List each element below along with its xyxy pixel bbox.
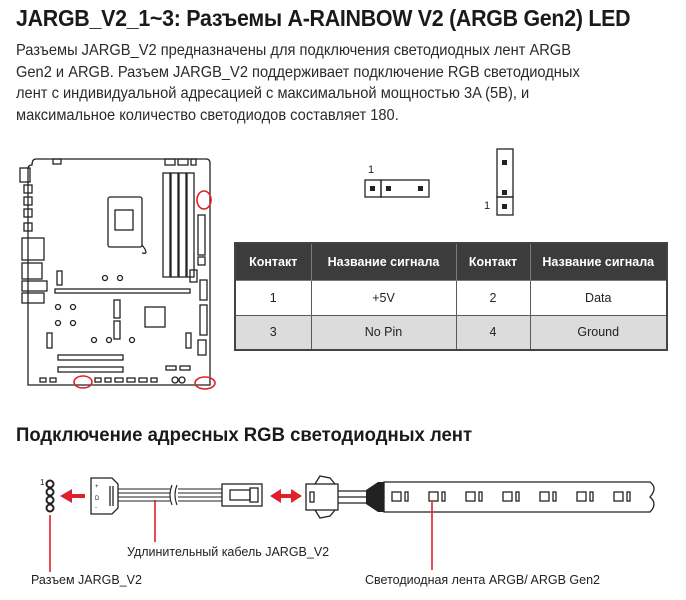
description-line: Gen2 и ARGB. Разъем JARGB_V2 поддерживае… (16, 63, 580, 81)
strip-end-cap (366, 482, 384, 512)
column-header: Название сигнала (310, 242, 457, 281)
pin-number: 1 (234, 279, 312, 316)
description-line: максимальное количество светодиодов сост… (16, 106, 399, 124)
strip-connector-icon (305, 475, 366, 519)
signal-name: Data (529, 279, 668, 316)
svg-text:D: D (95, 496, 100, 502)
description-line: Разъемы JARGB_V2 предназначены для подкл… (16, 42, 571, 59)
connection-diagram: + D - (45, 475, 655, 572)
signal-name: No Pin (310, 314, 457, 351)
jargb-location-marker (194, 376, 216, 390)
pin-number: 2 (455, 279, 531, 316)
led-chips (391, 491, 631, 502)
description-line: лент с индивидуальной адресацией с макси… (16, 85, 530, 102)
jargb-location-marker (196, 190, 212, 210)
male-connector-icon (221, 483, 263, 507)
svg-text:+: + (95, 484, 99, 490)
column-header: Контакт (455, 242, 531, 281)
page-title: JARGB_V2_1~3: Разъемы A-RAINBOW V2 (ARGB… (16, 5, 631, 31)
pin1-label: 1 (368, 164, 375, 176)
double-arrow-icon (270, 489, 302, 503)
motherboard-layout-diagram (19, 158, 216, 390)
table-row: 3 No Pin 4 Ground (234, 314, 668, 351)
arrow-left-icon (60, 489, 85, 503)
signal-name: +5V (310, 279, 457, 316)
column-header: Контакт (234, 242, 312, 281)
strip-label: Светодиодная лента ARGB/ ARGB Gen2 (365, 573, 600, 587)
pin-number: 3 (234, 314, 312, 351)
pin1-label: 1 (484, 200, 491, 212)
cable-label: Удлинительный кабель JARGB_V2 (127, 545, 330, 559)
description: Разъемы JARGB_V2 предназначены для подкл… (16, 40, 636, 126)
cable-connector-icon: + D - (90, 477, 119, 515)
pin-table: Контакт Название сигнала Контакт Названи… (234, 242, 668, 351)
svg-text:-: - (95, 505, 97, 511)
pin1-label: 1 (40, 478, 45, 487)
section-title: Подключение адресных RGB светодиодных ле… (16, 424, 473, 446)
connector-label: Разъем JARGB_V2 (31, 573, 142, 587)
pin-number: 4 (455, 314, 531, 351)
led-strip (383, 481, 655, 513)
table-row: 1 +5V 2 Data (234, 279, 668, 316)
signal-name: Ground (529, 314, 668, 351)
cable-wires (118, 484, 222, 506)
board-header-icon (45, 479, 55, 513)
column-header: Название сигнала (529, 242, 668, 281)
jargb-location-marker (73, 375, 93, 389)
